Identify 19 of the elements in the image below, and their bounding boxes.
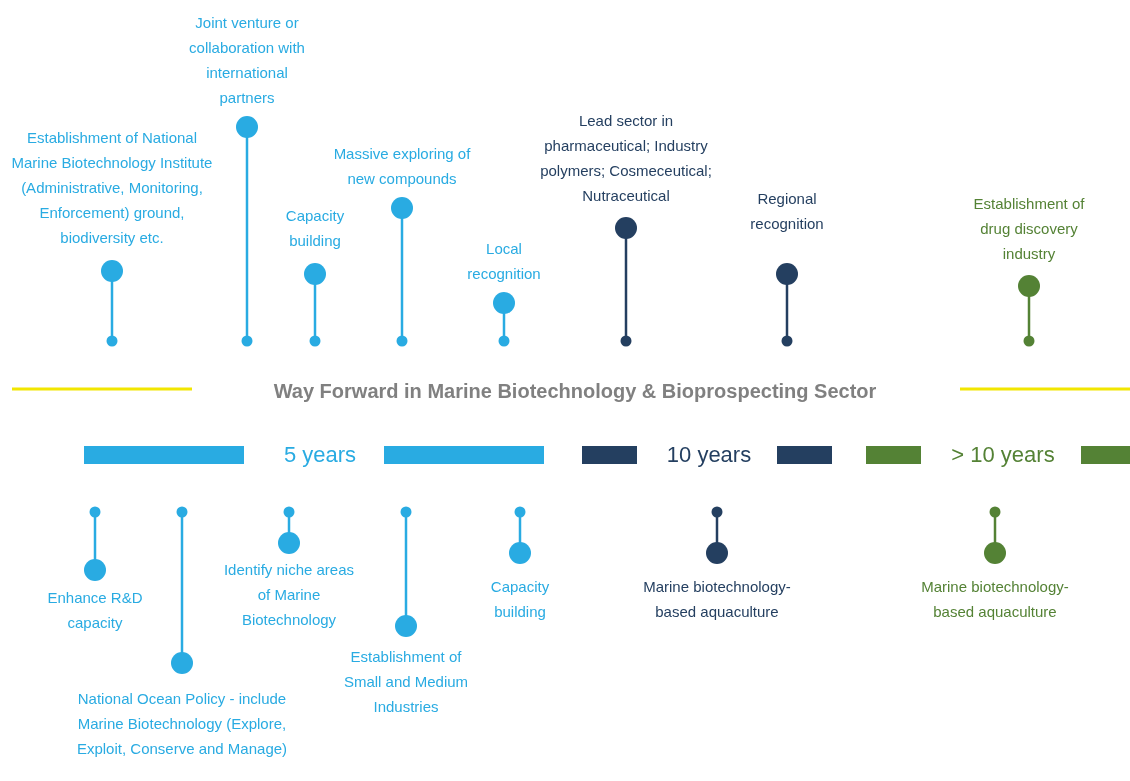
title: Way Forward in Marine Biotechnology & Bioprospecting Sector xyxy=(272,379,878,404)
milestone-label: Lead sector in pharmaceutical; Industry polymers; Cosmeceutical; Nutraceutical xyxy=(531,108,721,208)
milestone-label: Massive exploring of new compounds xyxy=(319,141,485,191)
milestone-label: Capacity building xyxy=(260,203,370,253)
milestone-label: Enhance R&D capacity xyxy=(30,585,160,635)
milestone-label: Establishment of National Marine Biotechnology Institute (Administrative, Monitoring, Enforcement) ground, biodiversity etc. xyxy=(2,125,222,250)
milestone-label: National Ocean Policy - include Marine Biotechnology (Explore, Exploit, Conserve and Manage) xyxy=(57,686,307,761)
phase-label: 5 years xyxy=(283,441,357,469)
phase-label: > 10 years xyxy=(951,441,1055,469)
milestone-label: Marine biotechnology-based aquaculture xyxy=(905,574,1085,624)
milestone-label: Establishment of Small and Medium Industries xyxy=(331,644,481,719)
milestone-label: Joint venture or collaboration with international partners xyxy=(177,10,317,110)
milestone-label: Identify niche areas of Marine Biotechnology xyxy=(219,557,359,632)
phase-label: 10 years xyxy=(666,441,752,469)
milestone-label: Establishment of drug discovery industry xyxy=(961,191,1097,266)
milestone-label: Capacity building xyxy=(465,574,575,624)
milestone-label: Marine biotechnology-based aquaculture xyxy=(627,574,807,624)
milestone-label: Regional recognition xyxy=(727,186,847,236)
milestone-label: Local recognition xyxy=(449,236,559,286)
